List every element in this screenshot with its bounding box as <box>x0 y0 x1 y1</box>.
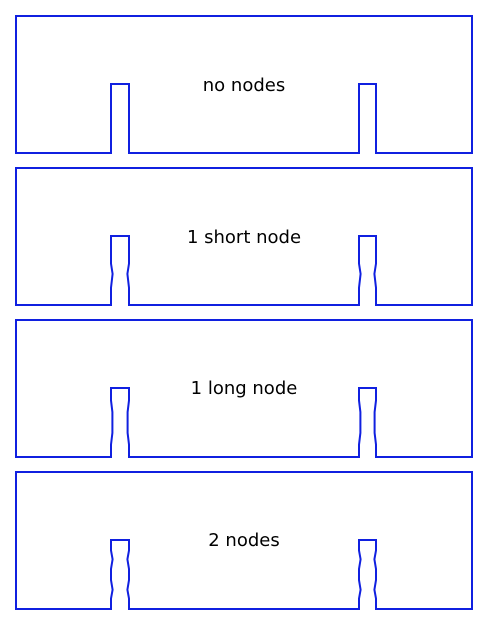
panel-label-no-nodes: no nodes <box>203 75 285 96</box>
panel-outline-no-nodes <box>15 15 473 154</box>
panel-outline-1-long-node <box>15 319 473 458</box>
panel-label-1-long-node: 1 long node <box>191 378 298 399</box>
panel-1-long-node: 1 long node <box>15 319 473 458</box>
panel-outline-2-nodes <box>15 471 473 610</box>
panel-label-2-nodes: 2 nodes <box>208 530 279 551</box>
panel-2-nodes: 2 nodes <box>15 471 473 610</box>
panel-label-1-short-node: 1 short node <box>187 227 301 248</box>
panel-1-short-node: 1 short node <box>15 167 473 306</box>
panel-no-nodes: no nodes <box>15 15 473 154</box>
panel-outline-1-short-node <box>15 167 473 306</box>
